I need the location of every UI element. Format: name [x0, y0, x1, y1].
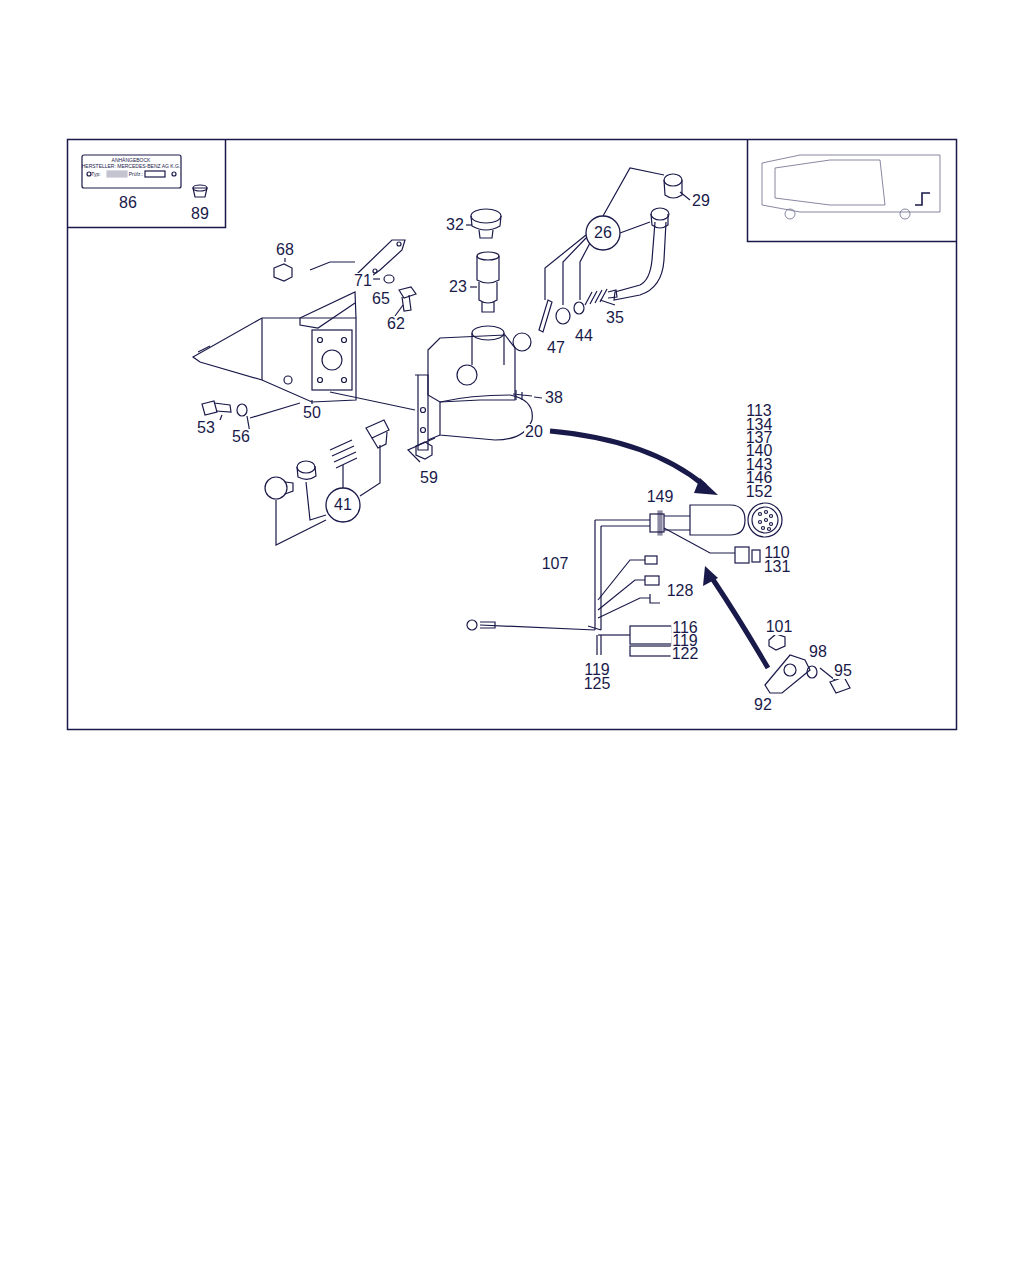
callout-number: 89 — [191, 206, 209, 222]
callout-number: 128 — [666, 583, 695, 599]
callout-number: 53 — [196, 420, 216, 436]
callout-number: 20 — [524, 424, 544, 440]
callout-number: 56 — [231, 429, 251, 445]
callout-number: 95 — [833, 663, 853, 679]
callout-number: 41 — [334, 497, 352, 513]
callout-circle: 26 — [585, 215, 621, 251]
callout-number: 35 — [605, 310, 625, 326]
callout-number: 26 — [594, 225, 612, 241]
inset-panel: 86 89 — [68, 140, 225, 227]
callout-number: 38 — [544, 390, 564, 406]
callout-circle: 41 — [325, 487, 361, 523]
callout-number: 86 — [119, 195, 137, 211]
callout-number: 122 — [671, 646, 700, 662]
callout-number: 107 — [541, 556, 570, 572]
callout-number: 92 — [753, 697, 773, 713]
callout-number: 98 — [808, 644, 828, 660]
callout-number: 29 — [691, 193, 711, 209]
callout-number: 101 — [765, 619, 794, 635]
callout-number: 125 — [583, 676, 612, 692]
callout-number: 149 — [646, 489, 675, 505]
callout-number: 32 — [445, 217, 465, 233]
callout-number: 23 — [448, 279, 468, 295]
callout-number: 68 — [275, 242, 295, 258]
nameplate-text: Typ: — [90, 172, 101, 177]
callout-number: 50 — [302, 405, 322, 421]
nameplate-text: HERSTELLER: MERCEDES-BENZ AG K.G. — [81, 164, 182, 169]
callout-number: 131 — [763, 559, 792, 575]
nameplate-text: Prüfz.: — [128, 172, 144, 177]
callout-number: 62 — [386, 316, 406, 332]
callout-number: 59 — [419, 470, 439, 486]
callout-number: 44 — [574, 328, 594, 344]
callout-number: 71 — [353, 273, 373, 289]
callout-number: 152 — [745, 484, 774, 500]
nameplate-text: ANHÄNGEBOCK — [111, 158, 152, 163]
callout-number: 47 — [546, 340, 566, 356]
callout-number: 65 — [371, 291, 391, 307]
